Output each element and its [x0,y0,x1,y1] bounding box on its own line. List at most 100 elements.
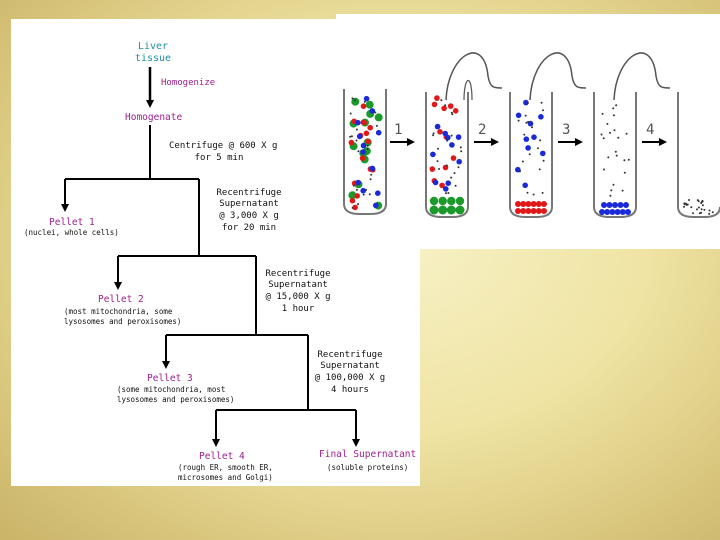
small-particle [617,136,620,139]
step2-line4: for 20 min [222,223,276,233]
blue-particle [443,186,449,192]
step-number-3: 3 [562,122,570,138]
pour-curve-2 [529,52,587,101]
blue-particle [369,108,376,114]
small-particle [517,119,520,122]
pellet4-contents-line2: microsomes and Golgi) [178,473,273,482]
red-pellet-particle [525,201,532,207]
green-particle [348,191,357,200]
red-particle [363,130,370,137]
red-pellet-particle [530,208,537,214]
small-pellet-particle [698,212,701,215]
blue-pellet-particle [617,202,624,208]
small-particle [444,104,447,107]
tube-5 [677,92,720,218]
step2-line2: Supernatant [219,199,279,209]
red-particle [439,182,445,189]
small-particle [539,139,542,142]
small-particle [602,137,605,140]
small-particle [524,114,527,117]
small-particle [460,150,463,153]
red-pellet-particle [541,201,547,207]
small-particle [370,173,373,176]
pellet3-label: Pellet 3 [147,373,193,384]
small-particle [374,111,377,114]
small-particle [532,193,535,196]
small-pellet-particle [696,208,698,211]
flowchart-svg: Liver tissue Homogenize Homogenate Centr… [24,41,416,482]
blue-particle [455,134,462,140]
blue-particle [432,179,439,186]
small-particle [519,169,521,172]
blue-particle [356,133,363,140]
pellet4-contents-line1: (rough ER, smooth ER, [178,463,273,472]
small-particle [607,156,610,159]
small-pellet-particle [696,199,699,202]
blue-particle [373,202,379,209]
small-particle [454,184,457,187]
small-particle [627,158,630,161]
step3-line1: Recentrifuge [265,269,330,279]
small-particle [606,122,609,125]
small-particle [542,159,545,162]
small-particle [537,147,539,150]
small-particle [440,99,443,102]
green-pellet-particle [455,196,465,206]
green-pellet-particle [438,205,448,215]
blue-pellet-particle [619,209,626,215]
small-particle [526,191,529,194]
blue-particle [360,142,367,149]
red-particle [452,108,459,114]
small-particle [432,134,435,137]
small-pellet-particle [692,212,694,215]
blue-particle [434,123,441,130]
blue-particle [375,129,382,136]
blue-pellet-particle [614,209,621,215]
small-pellet-particle [701,204,704,207]
blue-particle [449,142,455,148]
step-number-4: 4 [646,122,654,138]
pellet2-contents-line1: (most mitochondria, some [64,307,173,316]
small-particle [355,128,358,131]
blue-pellet-particle [599,209,605,215]
red-particle [447,103,454,109]
red-pellet-particle [525,208,532,214]
red-particle [348,139,355,146]
small-particle [521,160,524,163]
small-particle [609,194,612,197]
red-particle [367,124,373,131]
blue-particle [355,179,361,186]
green-pellet-particle [429,196,439,206]
small-pellet-particle [700,208,703,211]
red-particle [359,155,366,161]
small-particle [526,102,529,105]
blue-particle [538,114,544,120]
small-particle [525,121,528,124]
blue-particle [456,158,462,165]
tube-3 [509,92,553,218]
small-pellet-particle [690,206,693,209]
small-particle [612,183,615,186]
blue-particle [522,182,528,189]
small-particle [609,131,611,134]
start-label-line1: Liver [138,41,168,52]
green-pellet-particle [446,205,456,215]
step3-line2: Supernatant [268,280,328,290]
small-particle [349,135,352,138]
small-pellet-particle [711,211,714,214]
pellet2-contents-line2: lysosomes and peroxisomes) [64,317,181,326]
small-pellet-particle [703,208,706,211]
blue-particle [445,134,451,141]
red-particle [361,119,367,126]
small-particle [623,171,626,174]
homogenate-label: Homogenate [125,112,182,123]
step1-line2: for 5 min [195,153,244,163]
blue-particle [355,119,361,126]
red-pellet-particle [515,208,521,214]
blue-pellet-particle [609,209,616,215]
small-pellet-particle [685,203,688,206]
small-particle [538,168,541,171]
final-supernatant-contents: (soluble proteins) [327,463,408,472]
pour-curve-1 [445,52,503,101]
red-particle [352,204,358,211]
